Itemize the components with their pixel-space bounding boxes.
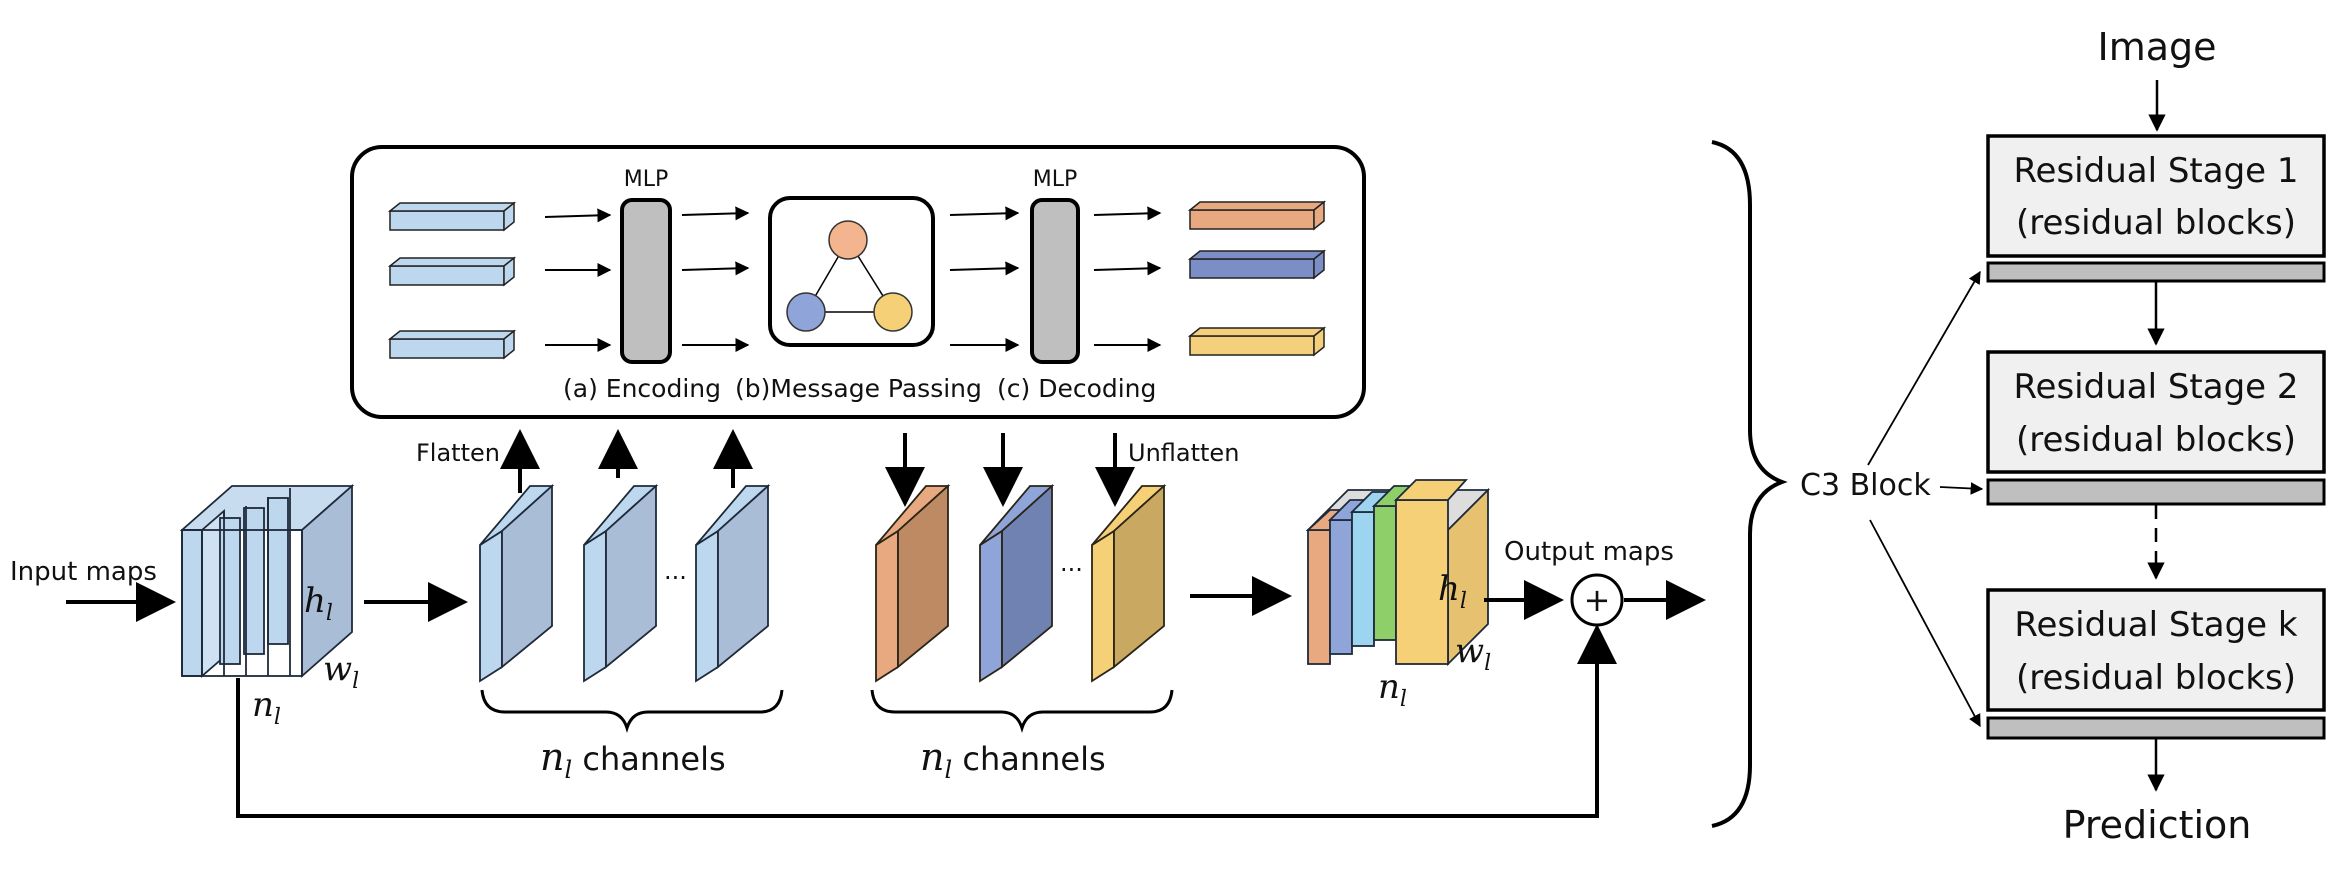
feature-bar <box>387 256 517 287</box>
image-label: Image <box>2097 25 2216 69</box>
unflatten-label: Unflatten <box>1128 439 1239 467</box>
skip-connection <box>236 624 1617 818</box>
residual-stage-1: Residual Stage 1 (residual blocks) <box>1986 134 2326 283</box>
feature-bar-yellow <box>1187 326 1327 357</box>
left-channels-label: nl channels <box>540 735 726 784</box>
input-maps-cube <box>179 484 355 678</box>
sum-plus: + <box>1584 581 1611 619</box>
right-channels-brace <box>870 689 1174 734</box>
mlp-left-label: MLP <box>624 167 669 192</box>
left-channels-brace <box>480 689 784 734</box>
colored-channel-slices <box>875 483 1167 683</box>
mlp-right-label: MLP <box>1033 167 1078 192</box>
channel-slice-orange <box>875 483 951 683</box>
step-encoding-label: (a) Encoding <box>563 374 721 403</box>
encoding-output-arrows <box>681 206 750 352</box>
prediction-label: Prediction <box>2063 803 2252 847</box>
output-n-label: nl <box>1378 667 1407 712</box>
graph-node-orange <box>828 220 868 260</box>
decoding-input-arrows <box>949 206 1020 352</box>
channel-slice-indigo <box>979 483 1055 683</box>
channel-slice <box>583 483 659 683</box>
input-maps-label: Input maps <box>10 557 157 587</box>
input-h-label: hl <box>304 581 333 626</box>
stage-k-line2: (residual blocks) <box>2016 658 2296 698</box>
graph-node-blue <box>786 292 826 332</box>
feature-bar <box>387 329 517 360</box>
input-feature-bars <box>387 201 517 360</box>
output-h-label: hl <box>1438 569 1467 614</box>
right-channels-label: nl channels <box>920 735 1106 784</box>
flatten-label: Flatten <box>416 439 500 467</box>
input-w-label: wl <box>323 649 359 694</box>
unflatten-arrows <box>885 433 1135 507</box>
c3-module-brace <box>1711 140 1788 828</box>
ellipsis-left: ··· <box>664 564 687 592</box>
encoding-input-arrows <box>544 208 612 352</box>
output-w-label: wl <box>1455 631 1491 676</box>
c3-insertion-arrows <box>1867 270 1984 728</box>
ellipsis-right: ··· <box>1060 556 1083 584</box>
residual-stage-k: Residual Stage k (residual blocks) <box>1986 588 2326 740</box>
feature-bar <box>387 201 517 232</box>
c3-slot-bar-k <box>1986 716 2326 740</box>
stage-1-line2: (residual blocks) <box>2016 203 2296 243</box>
step-message-passing-label: (b)Message Passing <box>735 374 982 403</box>
mlp-encoder <box>620 198 672 364</box>
feature-bar-orange <box>1187 200 1327 231</box>
residual-stage-2: Residual Stage 2 (residual blocks) <box>1986 350 2326 506</box>
c3-slot-bar-1 <box>1986 261 2326 283</box>
channel-slice <box>695 483 771 683</box>
input-n-label: nl <box>252 685 281 730</box>
channel-slice-yellow <box>1091 483 1167 683</box>
feature-bar-indigo <box>1187 249 1327 280</box>
stage-k-line1: Residual Stage k <box>2014 605 2297 645</box>
graph-node-yellow <box>873 292 913 332</box>
output-maps-label: Output maps <box>1504 537 1674 567</box>
decoding-output-arrows <box>1093 206 1162 352</box>
flatten-arrows <box>500 429 753 493</box>
stage-2-line2: (residual blocks) <box>2016 420 2296 460</box>
c3-slot-bar-2 <box>1986 478 2326 506</box>
c3-block-label: C3 Block <box>1800 468 1931 503</box>
mlp-decoder <box>1030 198 1080 364</box>
stage-1-line1: Residual Stage 1 <box>2013 151 2298 191</box>
output-feature-bars <box>1187 200 1327 357</box>
blue-channel-slices <box>479 483 771 683</box>
step-decoding-label: (c) Decoding <box>997 374 1156 403</box>
channel-slice <box>479 483 555 683</box>
output-maps-cube <box>1305 479 1491 667</box>
stage-2-line1: Residual Stage 2 <box>2013 367 2298 407</box>
